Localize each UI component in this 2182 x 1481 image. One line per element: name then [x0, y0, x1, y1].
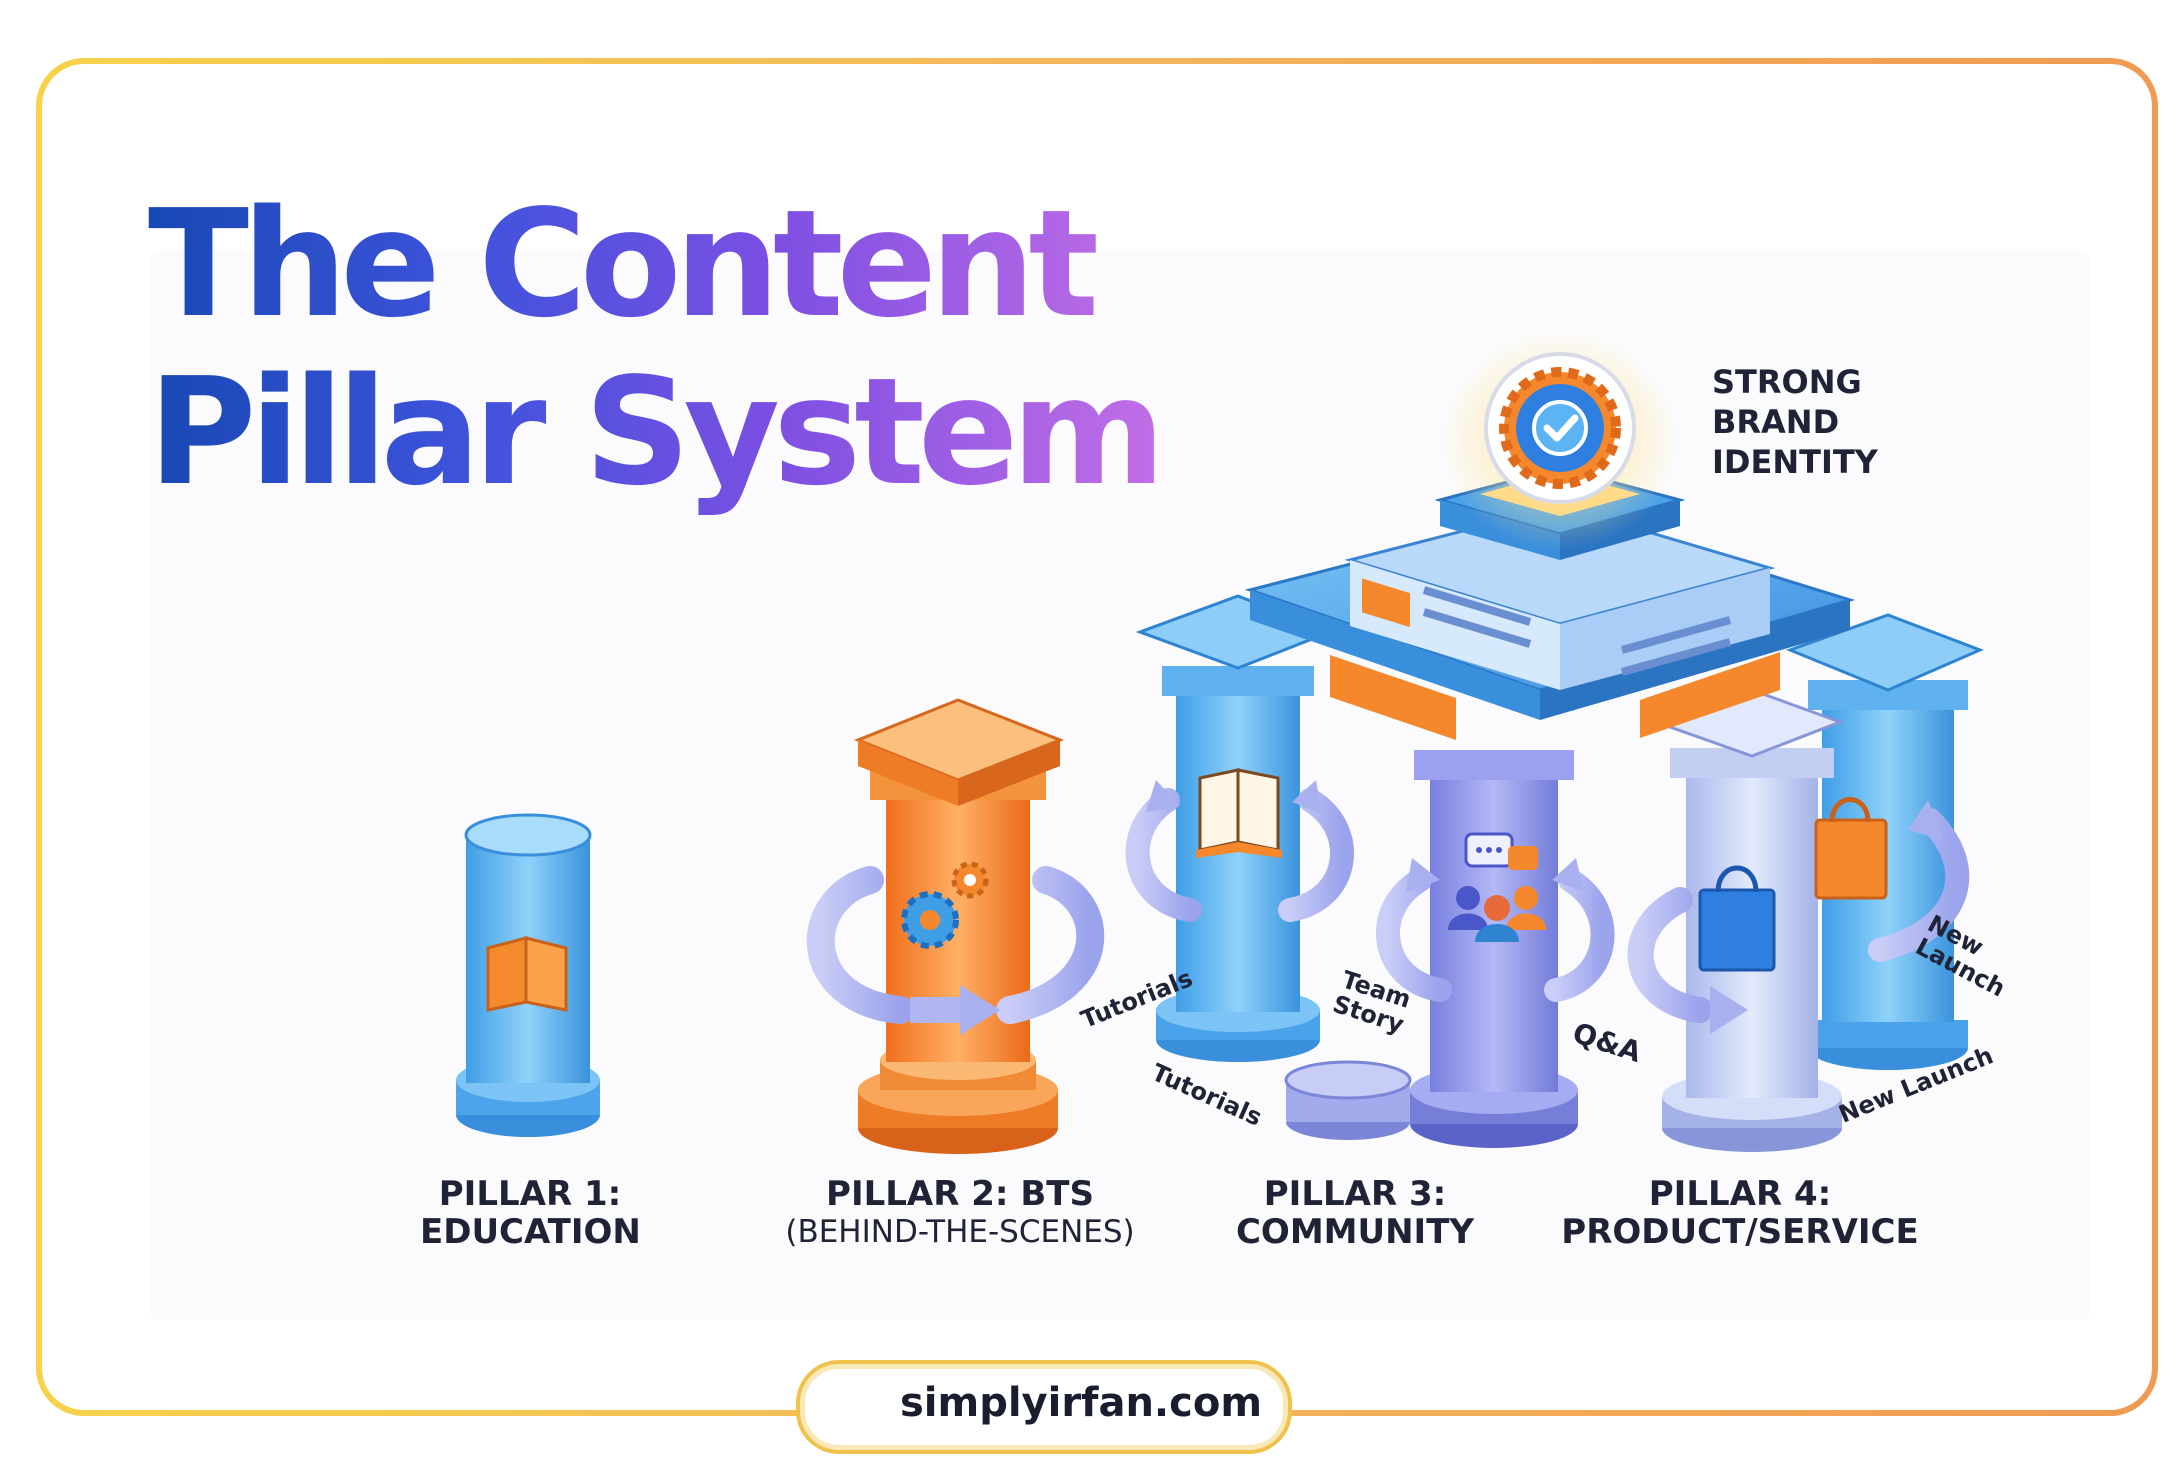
people-chat-icon [1448, 832, 1546, 942]
page-title: The Content Pillar System [148, 180, 1166, 518]
pillar-2-bts [806, 698, 1105, 1154]
pillar-3-label-line-2: COMMUNITY [1235, 1212, 1475, 1252]
pillar-4-product [1627, 688, 1970, 1152]
pillar-3-label: PILLAR 3: COMMUNITY [1230, 1175, 1480, 1251]
brand-identity-label: STRONG BRAND IDENTITY [1712, 362, 1878, 482]
brand-line-3: IDENTITY [1712, 443, 1878, 481]
brand-line-1: STRONG [1712, 363, 1862, 401]
open-book-icon-temple [1196, 768, 1282, 858]
shopping-bag-icon-orange [1814, 797, 1888, 900]
open-book-icon [486, 936, 568, 1012]
pillar-4-label-line-1: PILLAR 4: [1648, 1174, 1832, 1214]
shopping-bag-icon [1698, 865, 1776, 972]
pillar-2-label-line-1: PILLAR 2: BTS [826, 1174, 1094, 1214]
footer-badge[interactable] [796, 1360, 1292, 1454]
pillar-3-label-line-1: PILLAR 3: [1263, 1174, 1447, 1214]
pillar-4-label: PILLAR 4: PRODUCT/SERVICE [1560, 1175, 1920, 1251]
title-line-1: The Content [148, 180, 1159, 348]
small-drum [1284, 1060, 1412, 1140]
pillar-2-label-line-2: (BEHIND-THE-SCENES) [785, 1214, 1135, 1250]
pillar-4-label-line-2: PRODUCT/SERVICE [1561, 1212, 1919, 1252]
gears-icon [901, 861, 989, 949]
footer-site-link[interactable]: simplyirfan.com [900, 1380, 1262, 1426]
pillar-1-label-line-1: PILLAR 1: [438, 1174, 622, 1214]
pillar-1-label-line-2: EDUCATION [420, 1212, 641, 1252]
checkmark-gear-badge-icon [1440, 330, 1680, 550]
pillar-1-label: PILLAR 1: EDUCATION [420, 1174, 641, 1252]
pillar-3-community [1376, 750, 1615, 1148]
title-line-2: Pillar System [148, 346, 1166, 518]
brand-line-2: BRAND [1712, 403, 1840, 441]
temple-front-left-pillar [1125, 594, 1354, 1062]
pillar-2-label: PILLAR 2: BTS (BEHIND-THE-SCENES) [760, 1175, 1160, 1251]
pillar-1-education [456, 813, 600, 1137]
